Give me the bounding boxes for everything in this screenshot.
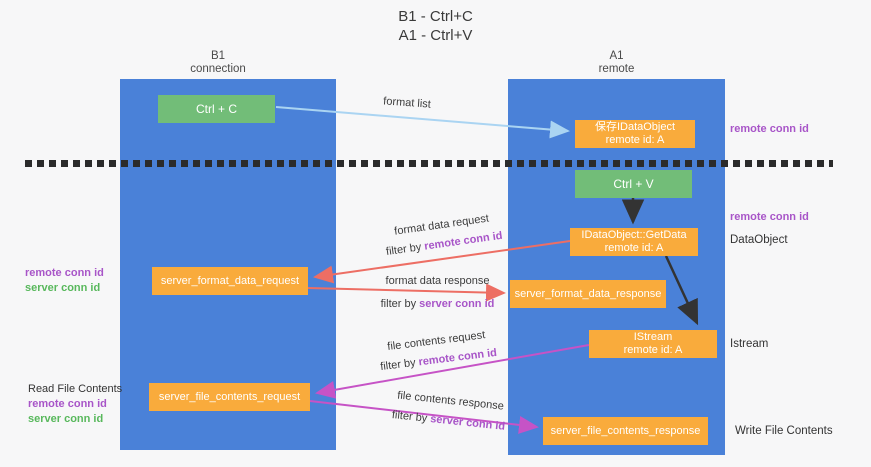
annotation-remote-conn-id-top-right: remote conn id <box>730 123 809 135</box>
node-server-file-contents-request-label: server_file_contents_request <box>158 390 301 403</box>
annotation-istream: Istream <box>730 338 769 350</box>
node-istream: IStream remote id: A <box>589 330 717 358</box>
node-idataobject-getdata-line1: IDataObject::GetData <box>581 229 687 241</box>
phase-separator-dashed-line <box>25 160 833 167</box>
lane-b1-name: B1 <box>210 50 226 62</box>
node-server-file-contents-response: server_file_contents_response <box>543 417 708 445</box>
arrow-file-contents-response <box>309 400 539 434</box>
annotation-dataobject: DataObject <box>730 234 788 246</box>
edge-label-group-format-data-response: format data response filter by server co… <box>345 274 530 312</box>
annotation-write-file-contents: Write File Contents <box>735 425 833 437</box>
node-idataobject-getdata-line2: remote id: A <box>604 242 664 254</box>
filter-by-text: filter by <box>391 409 428 425</box>
node-ctrl-v-label: Ctrl + V <box>613 176 654 191</box>
annotation-read-file-contents-group: Read File Contents remote conn id server… <box>28 382 133 427</box>
node-ctrl-v: Ctrl + V <box>575 170 692 198</box>
filter-by-text: filter by <box>385 241 423 259</box>
node-istream-line1: IStream <box>633 331 673 343</box>
annotation-server-conn-id: server conn id <box>28 413 104 425</box>
arrow-getdata-to-istream <box>664 255 699 326</box>
node-server-format-data-request-label: server_format_data_request <box>160 274 300 287</box>
arrow-format-data-response <box>307 283 506 302</box>
diagram-title: B1 - Ctrl+C A1 - Ctrl+V <box>0 7 871 45</box>
annotation-remote-conn-id: remote conn id <box>25 267 104 279</box>
lane-a1-role: remote <box>598 63 635 75</box>
node-ctrl-c: Ctrl + C <box>158 95 275 123</box>
edge-label-filter-server-1: filter by server conn id <box>345 297 530 312</box>
annotation-remote-conn-id-mid-right: remote conn id <box>730 211 809 223</box>
node-save-idataobject-line1: 保存IDataObject <box>594 121 676 133</box>
node-save-idataobject: 保存IDataObject remote id: A <box>575 120 695 148</box>
lane-a1-name: A1 <box>609 50 624 62</box>
node-save-idataobject-line2: remote id: A <box>605 134 665 146</box>
arrow-format-data-request <box>313 240 571 284</box>
title-line-2: A1 - Ctrl+V <box>398 27 473 44</box>
arrow-file-contents-request <box>315 344 590 399</box>
filter-by-text: filter by <box>379 356 417 374</box>
annotation-read-file-contents: Read File Contents <box>28 383 123 395</box>
node-ctrl-c-label: Ctrl + C <box>195 101 237 116</box>
edge-label-format-data-response: format data response <box>385 275 490 287</box>
node-server-format-data-response-label: server_format_data_response <box>514 287 662 300</box>
arrow-format-list <box>275 106 570 139</box>
node-idataobject-getdata: IDataObject::GetData remote id: A <box>570 228 698 256</box>
filter-by-text: filter by <box>380 298 417 310</box>
node-server-format-data-request: server_format_data_request <box>152 267 308 295</box>
annotation-conn-ids-middle-left: remote conn id server conn id <box>25 266 120 296</box>
lane-header-b1: B1 connection <box>120 50 316 76</box>
node-server-file-contents-response-label: server_file_contents_response <box>550 424 701 437</box>
annotation-server-conn-id: server conn id <box>25 282 101 294</box>
lane-b1-role: connection <box>190 63 246 75</box>
node-istream-line2: remote id: A <box>623 344 683 356</box>
node-server-file-contents-request: server_file_contents_request <box>149 383 310 411</box>
annotation-remote-conn-id: remote conn id <box>28 398 107 410</box>
lane-header-a1: A1 remote <box>508 50 725 76</box>
node-server-format-data-response: server_format_data_response <box>510 280 666 308</box>
title-line-1: B1 - Ctrl+C <box>398 8 473 25</box>
server-conn-id-text: server conn id <box>419 298 495 310</box>
